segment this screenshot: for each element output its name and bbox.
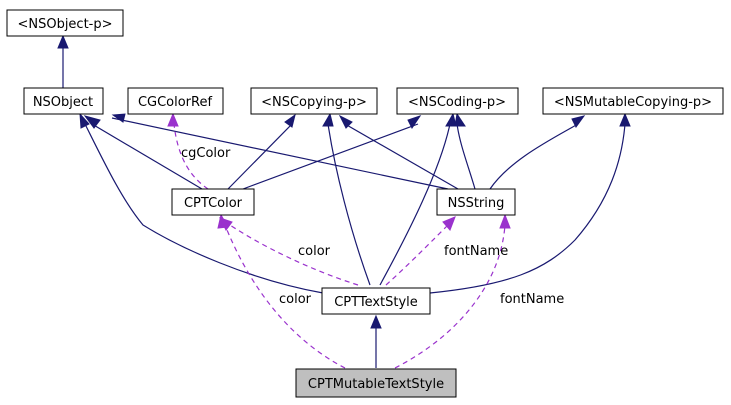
node-box [321, 287, 431, 315]
edge-nsstring-to-nscoding-p [456, 123, 476, 190]
arrowhead-nsmutablecopying-b [619, 112, 631, 127]
node-box [127, 87, 224, 115]
node-label: CPTColor [184, 196, 243, 211]
node-label: CPTMutableTextStyle [308, 377, 444, 392]
arrowhead-nsobject-p [57, 34, 69, 49]
node-nsobject-p[interactable]: <NSObject-p> [6, 9, 124, 37]
arrowhead-cptcolor-b [217, 213, 229, 229]
edge-cptcolor-to-nscoding-p [242, 123, 419, 190]
edge-cptcolor-to-nsobject [91, 123, 203, 190]
arrowhead-nsobject-b [111, 113, 126, 123]
edge-cpttextstyle-to-nscopying-p [327, 123, 371, 286]
node-box [250, 87, 378, 115]
edge-nsstring-to-nsobject [111, 117, 449, 190]
node-box [436, 188, 516, 216]
edge-label-fontname-mutable: fontName [500, 292, 564, 307]
node-label: CPTTextStyle [334, 295, 418, 310]
inheritance-arrowheads [57, 34, 631, 329]
node-nsobject[interactable]: NSObject [23, 87, 104, 115]
edge-labels: cgColor color fontName color fontName [181, 146, 564, 307]
edge-label-color-style: color [298, 244, 331, 259]
node-nscoding-p[interactable]: <NSCoding-p> [396, 87, 519, 115]
edge-cptcolor-to-cgcolorref [173, 123, 209, 190]
arrowhead-nsstring-b [499, 213, 511, 229]
node-cptcolor[interactable]: CPTColor [171, 188, 255, 216]
edge-cptmutabletextstyle-to-cptcolor [224, 224, 346, 369]
usage-arrowheads [167, 112, 511, 231]
arrowhead-nscoding-c [454, 112, 466, 127]
node-cgcolorref[interactable]: CGColorRef [127, 87, 224, 115]
arrowhead-cpttextstyle [370, 314, 382, 329]
node-label: <NSCopying-p> [261, 95, 367, 110]
node-label: CGColorRef [138, 95, 213, 110]
edge-cpttextstyle-to-cptcolor [229, 224, 359, 286]
arrowhead-nsstring-a [442, 216, 456, 231]
arrowhead-nscopying-c [338, 114, 353, 129]
node-label: <NSObject-p> [17, 17, 112, 32]
node-label: <NSMutableCopying-p> [554, 95, 712, 110]
arrowhead-nscoding-a [407, 115, 422, 129]
edge-label-fontname-style: fontName [444, 244, 508, 259]
node-label: <NSCoding-p> [408, 95, 506, 110]
edge-cpttextstyle-to-nsstring [385, 224, 449, 286]
node-box [6, 9, 124, 37]
edge-cpttextstyle-to-nsobject [84, 123, 324, 294]
arrowhead-nsmutablecopying-a [571, 115, 586, 128]
edge-cpttextstyle-to-nscoding-p [379, 123, 451, 286]
edge-nsstring-to-nscopying-p [344, 123, 459, 190]
node-box [542, 87, 724, 115]
edge-label-color-mutable: color [279, 292, 312, 307]
node-box [171, 188, 255, 216]
edge-nsstring-to-nsmutablecopying-p [489, 123, 579, 190]
edge-cptmutabletextstyle-to-nsstring [394, 224, 506, 369]
node-cptmutabletextstyle[interactable]: CPTMutableTextStyle [295, 368, 457, 398]
arrowhead-nsobject-a [83, 115, 101, 129]
usage-edges [173, 123, 506, 369]
edge-cpttextstyle-to-nsmutablecopying-p [429, 123, 626, 294]
node-nscopying-p[interactable]: <NSCopying-p> [250, 87, 378, 115]
edge-label-cgcolor: cgColor [181, 146, 231, 161]
node-box [23, 87, 104, 115]
arrowhead-nscoding-b [445, 112, 457, 127]
node-box [396, 87, 519, 115]
node-label: NSString [448, 196, 505, 211]
arrowhead-nscopying-a [284, 113, 296, 128]
edge-cptcolor-to-nscopying-p [227, 123, 293, 190]
arrowhead-nsobject-c [79, 112, 90, 129]
node-nsstring[interactable]: NSString [436, 188, 516, 216]
node-label: NSObject [33, 95, 93, 110]
arrowhead-cgcolorref [167, 112, 179, 127]
inheritance-edges [62, 48, 626, 368]
node-nsmutablecopying-p[interactable]: <NSMutableCopying-p> [542, 87, 724, 115]
node-box [295, 368, 457, 398]
node-cpttextstyle[interactable]: CPTTextStyle [321, 287, 431, 315]
arrowhead-nscopying-b [322, 112, 334, 127]
